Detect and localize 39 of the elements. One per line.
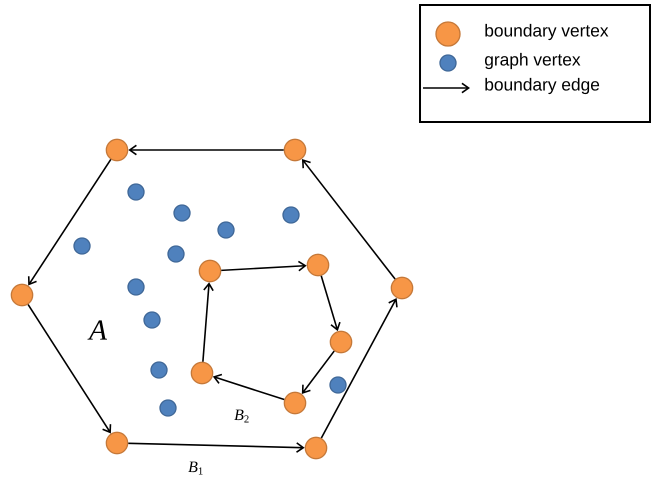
vertex-circle [143,311,161,329]
vertex-circle [173,204,191,222]
vertex-circle [330,330,352,354]
legend-text: graph vertex [485,52,580,70]
region-label: B$_{2}$ [234,410,249,422]
arrow [302,350,335,394]
vertex-circle [390,276,414,300]
vertex-circle [127,278,145,296]
arrow [128,442,305,453]
vertex-circle [167,245,185,263]
vertex-circle [106,432,128,454]
vertex-circle [284,392,306,414]
vertex-circle [217,221,235,239]
vertex-circle [127,183,145,201]
arrow [202,282,214,362]
arrow [212,374,284,400]
arrow [27,304,112,434]
region-label: B$_{1}$ [188,462,203,474]
vertex-circle [282,206,300,224]
vertex-circle [73,237,91,255]
vertex-circle [306,254,330,276]
region-label: A [87,320,108,340]
arrow [320,298,398,438]
arrow [221,260,307,272]
vertex-circle [198,260,222,282]
vertex-circle [190,362,214,384]
vertex-circle [284,138,306,162]
arrow [28,159,112,286]
vertex-circle [10,284,34,306]
vertex-circle [329,376,347,394]
arrow [302,158,396,280]
arrow [320,276,341,332]
vertex-circle [106,138,128,162]
legend-text: boundary vertex [485,24,608,40]
vertex-circle [150,361,168,379]
arrow [128,144,284,156]
vertex-circle [159,399,177,417]
legend-text: boundary edge [485,78,600,94]
vertex-circle [304,436,328,460]
